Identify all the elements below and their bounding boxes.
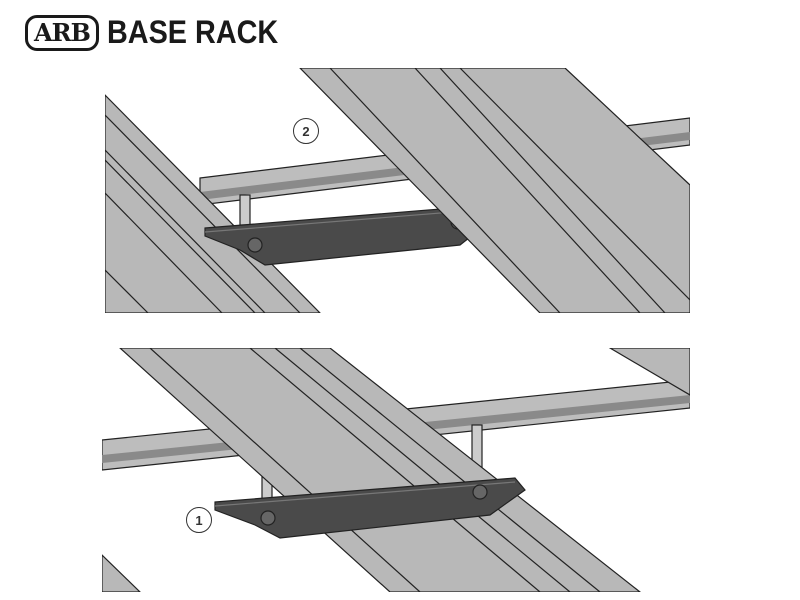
step-2-callout: 2 [293, 118, 319, 144]
figure-step-2 [105, 68, 690, 313]
corner-slat [608, 348, 690, 396]
mounting-bracket [214, 477, 526, 539]
header-logo: ARB BASE RACK [25, 14, 297, 51]
page-title: BASE RACK [106, 14, 279, 50]
step-1-callout: 1 [186, 507, 212, 533]
left-slat [105, 94, 321, 313]
corner-slat [102, 554, 141, 592]
figure-step-1 [102, 348, 690, 592]
arb-logo: ARB [25, 14, 99, 51]
right-slat [299, 68, 690, 313]
